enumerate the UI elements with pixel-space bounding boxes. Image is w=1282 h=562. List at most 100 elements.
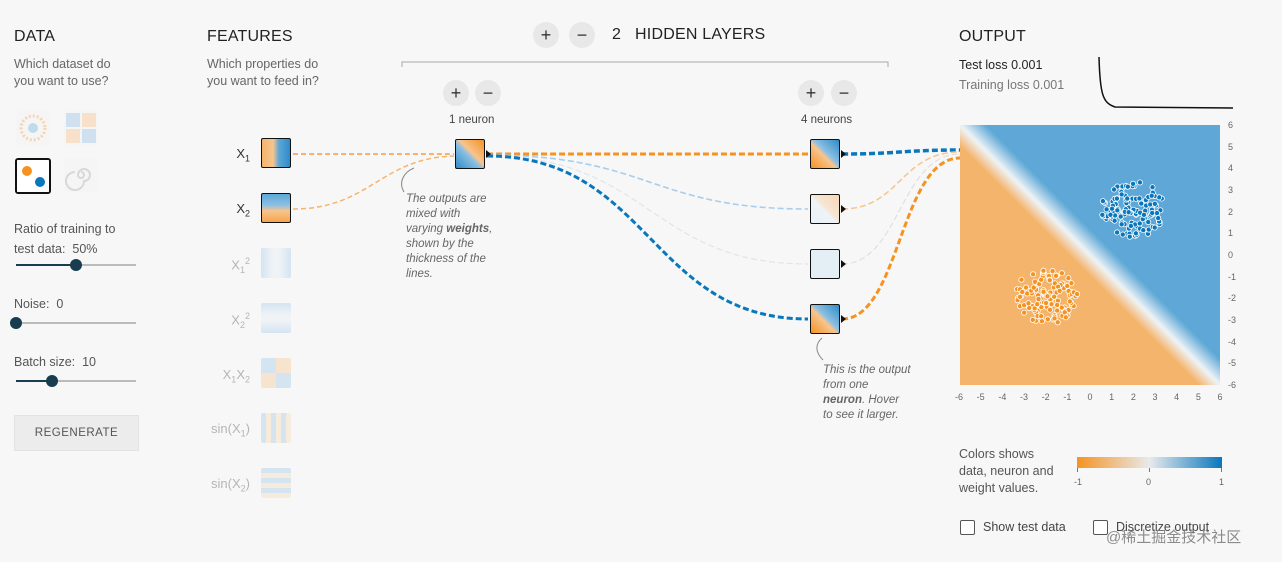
layer2-neuron-2-arrow-icon xyxy=(841,205,846,213)
layer2-neuron-3[interactable] xyxy=(810,249,840,279)
add-layer-button[interactable]: + xyxy=(533,22,559,48)
data-point xyxy=(1113,195,1120,202)
output-heatmap[interactable] xyxy=(960,125,1220,385)
data-point xyxy=(1149,184,1156,191)
feature-node-x2[interactable] xyxy=(261,193,291,223)
data-point xyxy=(1056,287,1063,294)
link-l2n4-to-output[interactable] xyxy=(841,156,961,321)
link-l2n3-to-output[interactable] xyxy=(841,153,961,265)
data-point xyxy=(1138,200,1145,207)
training-loss: Training loss 0.001 xyxy=(959,78,1064,92)
data-point xyxy=(1111,186,1118,193)
show-test-data-label[interactable]: Show test data xyxy=(983,520,1066,534)
layer1-remove-neuron-button[interactable]: − xyxy=(475,80,501,106)
y-tick-label: 4 xyxy=(1228,163,1234,174)
link-x2-to-n1[interactable] xyxy=(292,155,455,210)
data-point xyxy=(1136,179,1143,186)
x-tick-label: 5 xyxy=(1195,392,1201,402)
link-n1-to-l2n4[interactable] xyxy=(486,154,809,321)
data-point xyxy=(1099,211,1106,218)
layer1-neuron-1[interactable] xyxy=(455,139,485,169)
layer2-remove-neuron-button[interactable]: − xyxy=(831,80,857,106)
feature-node-x1x2[interactable] xyxy=(261,358,291,388)
data-point xyxy=(1151,200,1158,207)
data-point xyxy=(1054,301,1061,308)
link-n1-to-l2n2[interactable] xyxy=(486,154,809,210)
data-point xyxy=(1044,316,1051,323)
data-point xyxy=(1125,209,1132,216)
feature-node-sin-x1[interactable] xyxy=(261,413,291,443)
ratio-slider[interactable] xyxy=(16,259,136,271)
color-scale-mid: 0 xyxy=(1146,477,1152,487)
dataset-gaussian-icon xyxy=(17,160,49,192)
layer2-neuron-1[interactable] xyxy=(810,139,840,169)
ratio-label-line1: Ratio of training to xyxy=(14,222,116,236)
data-point xyxy=(1062,314,1069,321)
dataset-gaussian[interactable] xyxy=(15,158,51,194)
dataset-question: Which dataset do you want to use? xyxy=(14,56,111,90)
x-tick-label: -5 xyxy=(976,392,985,402)
show-test-data-checkbox[interactable] xyxy=(960,520,975,535)
link-l2n1-to-output[interactable] xyxy=(841,148,961,156)
layer2-neuron-4[interactable] xyxy=(810,304,840,334)
y-tick-label: -1 xyxy=(1228,271,1237,282)
x-tick-label: -4 xyxy=(998,392,1007,402)
y-tick-label: -4 xyxy=(1228,336,1237,347)
noise-slider-knob[interactable] xyxy=(10,317,22,329)
feature-node-x1-squared[interactable] xyxy=(261,248,291,278)
regenerate-button[interactable]: REGENERATE xyxy=(14,415,139,451)
feature-label-sin-x2: sin(X2) xyxy=(211,476,250,494)
layer1-neuron-count: 1 neuron xyxy=(449,114,495,126)
noise-slider[interactable] xyxy=(10,317,136,329)
orange-data-points xyxy=(1014,267,1081,326)
link-l2n2-to-output[interactable] xyxy=(841,151,961,210)
data-point xyxy=(1040,267,1047,274)
x-tick-label: -2 xyxy=(1041,392,1050,402)
data-point xyxy=(1040,288,1047,295)
link-n1-to-l2n3[interactable] xyxy=(486,155,809,265)
note-weights-line3a: varying xyxy=(406,223,447,235)
test-loss: Test loss 0.001 xyxy=(959,58,1042,72)
data-point xyxy=(1148,192,1155,199)
data-point xyxy=(1136,195,1143,202)
feature-label-x1: X1 xyxy=(236,146,250,164)
watermark: @稀土掘金技术社区 xyxy=(1106,529,1242,546)
data-point xyxy=(1034,301,1041,308)
x-tick-label: 3 xyxy=(1152,392,1158,402)
batch-slider-fill xyxy=(16,380,52,382)
feature-node-sin-x2[interactable] xyxy=(261,468,291,498)
features-question: Which properties do you want to feed in? xyxy=(207,56,319,90)
feature-node-x2-squared[interactable] xyxy=(261,303,291,333)
remove-layer-button[interactable]: − xyxy=(569,22,595,48)
data-point xyxy=(1030,284,1037,291)
y-tick-label: -2 xyxy=(1228,293,1237,304)
data-point xyxy=(1043,300,1050,307)
batch-slider[interactable] xyxy=(16,375,136,387)
data-point xyxy=(1109,205,1116,212)
batch-slider-knob[interactable] xyxy=(46,375,58,387)
data-point xyxy=(1046,277,1053,284)
discretize-output-label[interactable]: Discretize output xyxy=(1116,520,1210,534)
feature-node-x1[interactable] xyxy=(261,138,291,168)
data-point xyxy=(1029,316,1036,323)
layer1-add-neuron-button[interactable]: + xyxy=(443,80,469,106)
dataset-spiral[interactable] xyxy=(64,158,98,192)
ratio-slider-knob[interactable] xyxy=(70,259,82,271)
layer2-add-neuron-button[interactable]: + xyxy=(798,80,824,106)
layer2-neuron-4-arrow-icon xyxy=(841,315,846,323)
dataset-xor[interactable] xyxy=(64,111,98,145)
data-point xyxy=(1038,304,1045,311)
x-tick-label: 0 xyxy=(1087,392,1093,402)
note-weights-line4: shown by the xyxy=(406,238,474,250)
dataset-circle[interactable] xyxy=(16,111,50,145)
discretize-output-checkbox[interactable] xyxy=(1093,520,1108,535)
y-tick-label: -5 xyxy=(1228,358,1237,369)
layer2-neuron-2[interactable] xyxy=(810,194,840,224)
colors-note-line1: Colors shows xyxy=(959,447,1035,461)
color-scale-max: 1 xyxy=(1219,477,1225,487)
dataset-circle-icon xyxy=(16,111,50,145)
data-point xyxy=(1114,207,1121,214)
y-tick-label: -6 xyxy=(1228,380,1237,390)
colors-note-line2: data, neuron and xyxy=(959,464,1054,478)
data-point xyxy=(1119,231,1126,238)
